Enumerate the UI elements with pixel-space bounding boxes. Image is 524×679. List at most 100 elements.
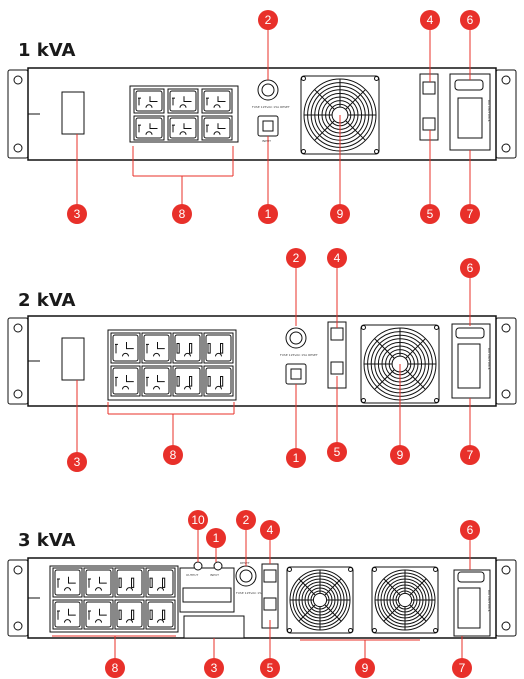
callout-badge (258, 204, 278, 224)
ac-outlet (201, 115, 233, 141)
callout-4: 4 (327, 248, 347, 328)
outlet-slot (131, 577, 135, 588)
outlet-slot (206, 97, 209, 106)
outlet-slot (88, 610, 91, 620)
callout-badge (460, 520, 480, 540)
callout-badge (206, 528, 226, 548)
outlet-slot (88, 578, 91, 588)
outlet-slot (115, 376, 118, 387)
fan-screw (433, 628, 438, 633)
callout-6: 6 (460, 10, 480, 80)
callout-badge (260, 658, 280, 678)
outlet-slot (118, 577, 122, 588)
inlet-socket (290, 368, 302, 380)
outlet-face (203, 90, 231, 112)
outlet-face (174, 334, 201, 362)
callout-7: 7 (452, 636, 472, 678)
outlet-slot (146, 376, 149, 387)
rack-ear-hole (13, 323, 23, 333)
fan-screw (433, 567, 438, 572)
outlet-slot (126, 375, 134, 383)
outlet-slot (189, 376, 193, 387)
callout-number: 3 (211, 661, 218, 675)
fan-screw (361, 325, 366, 330)
outlet-slot (68, 576, 76, 584)
fuse-cap (261, 83, 275, 97)
ac-outlet (133, 88, 165, 114)
outlet-ground (213, 131, 221, 135)
callout-4: 4 (260, 520, 280, 564)
callout-badge (460, 258, 480, 278)
outlet-ground (64, 619, 71, 623)
breaker-output (193, 561, 203, 571)
callout-badge (327, 248, 347, 268)
label-plate (61, 91, 85, 135)
callout-badge (236, 510, 256, 530)
outlet-face (116, 569, 143, 596)
outlet-slot (131, 609, 135, 620)
inlet-socket (262, 120, 274, 132)
outlet-slot (149, 609, 153, 620)
fan-screw (374, 149, 379, 154)
rack-ear-hole (501, 565, 511, 575)
input-label: INPUT (262, 139, 271, 143)
callout-number: 9 (362, 661, 369, 675)
outlet-face (116, 601, 143, 628)
callout-number: 7 (459, 661, 466, 675)
outlet-slot (149, 123, 158, 129)
outlet-face (205, 334, 232, 362)
fuse-cap (239, 569, 253, 583)
input-label: INPUT (210, 573, 219, 577)
outlet-ground (184, 385, 191, 390)
outlet-face (85, 569, 112, 596)
outlet-slot (157, 342, 165, 350)
db9-connector (454, 79, 484, 91)
outlet-ground (179, 131, 187, 135)
callout-number: 10 (191, 513, 205, 527)
callout-badge (67, 452, 87, 472)
callout-number: 8 (179, 207, 186, 221)
outlet-ground (153, 352, 160, 357)
callout-5: 5 (327, 376, 347, 462)
callout-number: 1 (213, 531, 220, 545)
callout-3: 3 (204, 638, 224, 678)
outlet-ground (179, 104, 187, 108)
outlet-slot (162, 577, 166, 588)
outlet-ground (157, 619, 164, 623)
rs232-port (330, 361, 344, 375)
callout-number: 8 (112, 661, 119, 675)
callout-number: 4 (427, 13, 434, 27)
callout-5: 5 (420, 130, 440, 224)
callout-badge (327, 442, 347, 462)
usb-port (422, 81, 436, 95)
usb-port (263, 569, 277, 583)
outlet-face (143, 334, 170, 362)
outlet-face (135, 117, 163, 139)
callout-badge (204, 658, 224, 678)
ac-outlet (172, 332, 203, 364)
callout-badge (330, 204, 350, 224)
callout-badge (258, 10, 278, 30)
outlet-slot (176, 376, 180, 387)
cooling-fan-left (286, 566, 354, 634)
battery-connector (457, 587, 481, 629)
callout-badge (452, 658, 472, 678)
callout-number: 9 (337, 207, 344, 221)
outlet-slot (207, 376, 211, 387)
callout-number: 7 (467, 207, 474, 221)
callout-3: 3 (67, 134, 87, 224)
callout-1: 1 (206, 528, 226, 562)
ac-outlet (52, 567, 83, 598)
outlet-ground (145, 131, 153, 135)
ac-outlet (83, 567, 114, 598)
outlet-face (205, 367, 232, 395)
fan-hub (397, 592, 413, 608)
callout-3: 3 (67, 380, 87, 472)
outlet-face (147, 569, 174, 596)
rack-ear-hole (13, 389, 23, 399)
ac-outlet (141, 332, 172, 364)
callout-number: 8 (170, 448, 177, 462)
callout-badge (172, 204, 192, 224)
ac-outlet (145, 599, 176, 630)
battery-connector (457, 343, 481, 389)
